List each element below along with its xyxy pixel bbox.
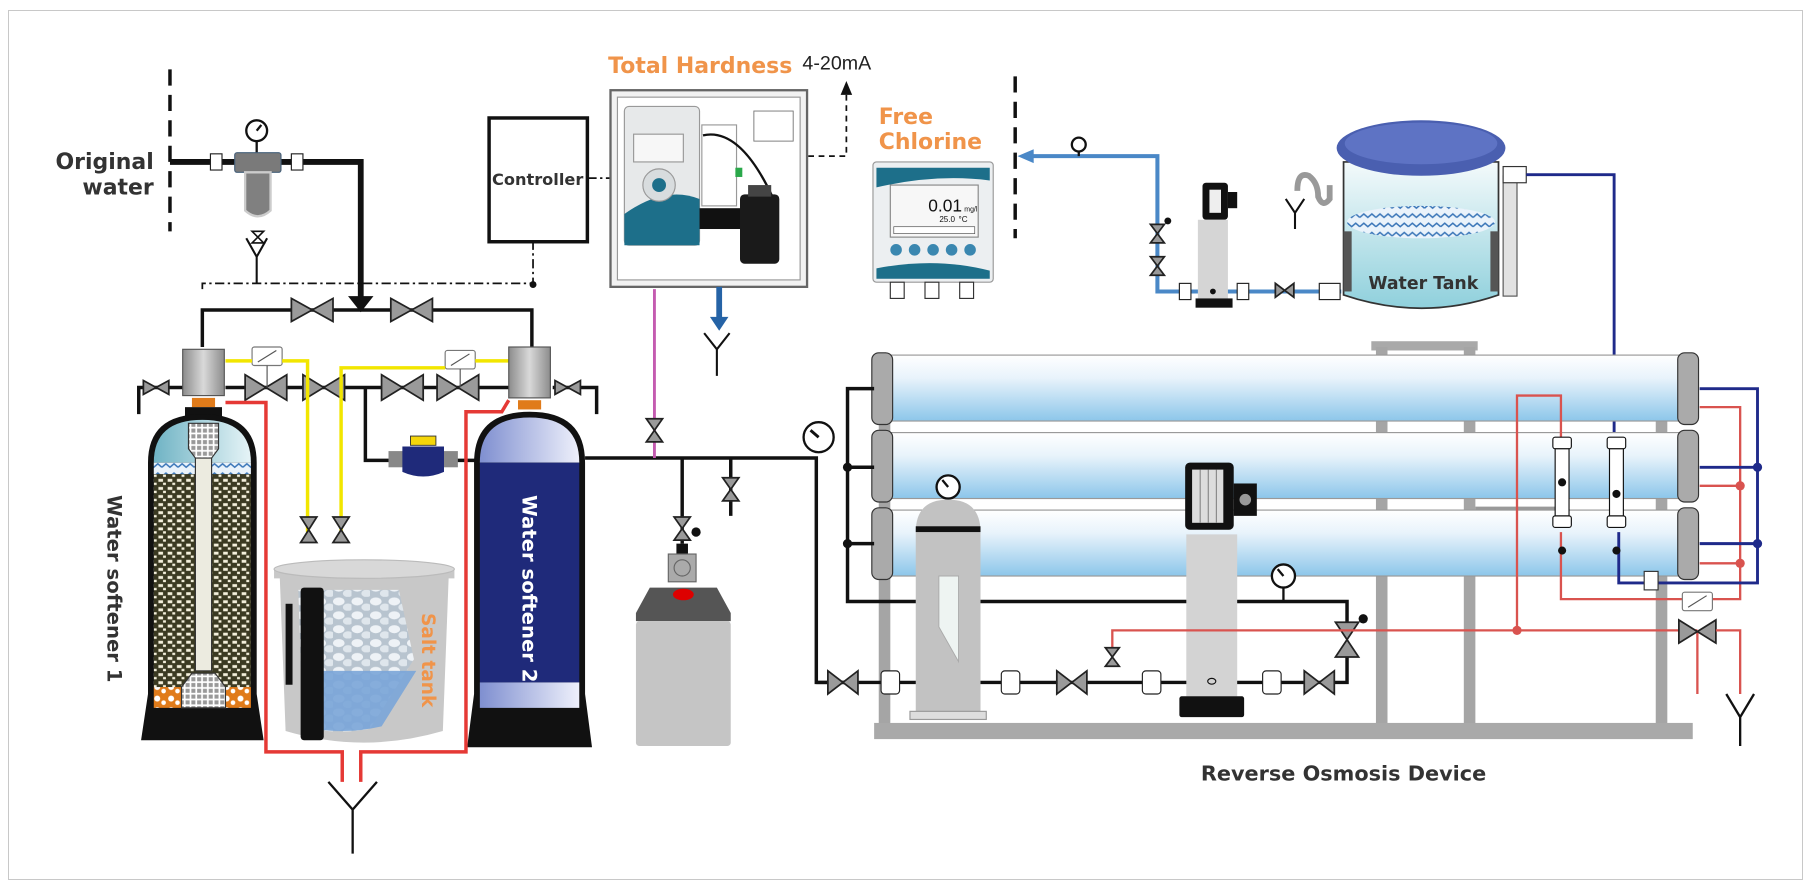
transfer-pump (1178, 182, 1250, 308)
original-water-label-1: Original (56, 150, 154, 175)
chlorine-temperature-unit: °C (959, 215, 968, 224)
inlet-prefilter (169, 119, 364, 310)
cartridge-filter (909, 474, 987, 721)
drain-icon (327, 781, 378, 854)
original-water-label-2: water (82, 175, 154, 200)
dosing-pump (635, 543, 731, 747)
chlorine-unit: mg/l (964, 207, 978, 214)
free-chlorine-label-1: Free (879, 105, 933, 130)
reverse-osmosis-label: Reverse Osmosis Device (1201, 762, 1486, 786)
water-tank (1336, 120, 1527, 310)
flowmeters (1552, 436, 1627, 555)
water-softener-2-label: Water softener 2 (518, 495, 541, 682)
softener-manifold (137, 296, 599, 544)
total-hardness-label: Total Hardness (608, 54, 792, 79)
controller-box (487, 116, 590, 244)
salt-tank-label: Salt tank (417, 613, 438, 708)
free-chlorine-label-2: Chlorine (879, 130, 982, 155)
signal-4-20ma-label: 4-20mA (802, 52, 872, 74)
water-softener-1 (141, 348, 264, 741)
controller-label: Controller (492, 170, 583, 189)
drain-icon (703, 332, 731, 376)
drain-icon (1725, 693, 1756, 747)
water-softener-2 (467, 346, 592, 748)
water-tank-label: Water Tank (1368, 274, 1478, 294)
high-pressure-pump (1179, 462, 1257, 718)
free-chlorine-meter: 0.01 mg/l 25.0 °C (872, 161, 994, 299)
total-hardness-analyzer (609, 89, 809, 289)
salt-tank (273, 559, 455, 743)
ro-membranes (871, 352, 1700, 581)
chlorine-reading: 0.01 (928, 196, 962, 216)
chlorine-temperature: 25.0 (939, 215, 955, 224)
water-softener-1-label: Water softener 1 (103, 495, 126, 682)
